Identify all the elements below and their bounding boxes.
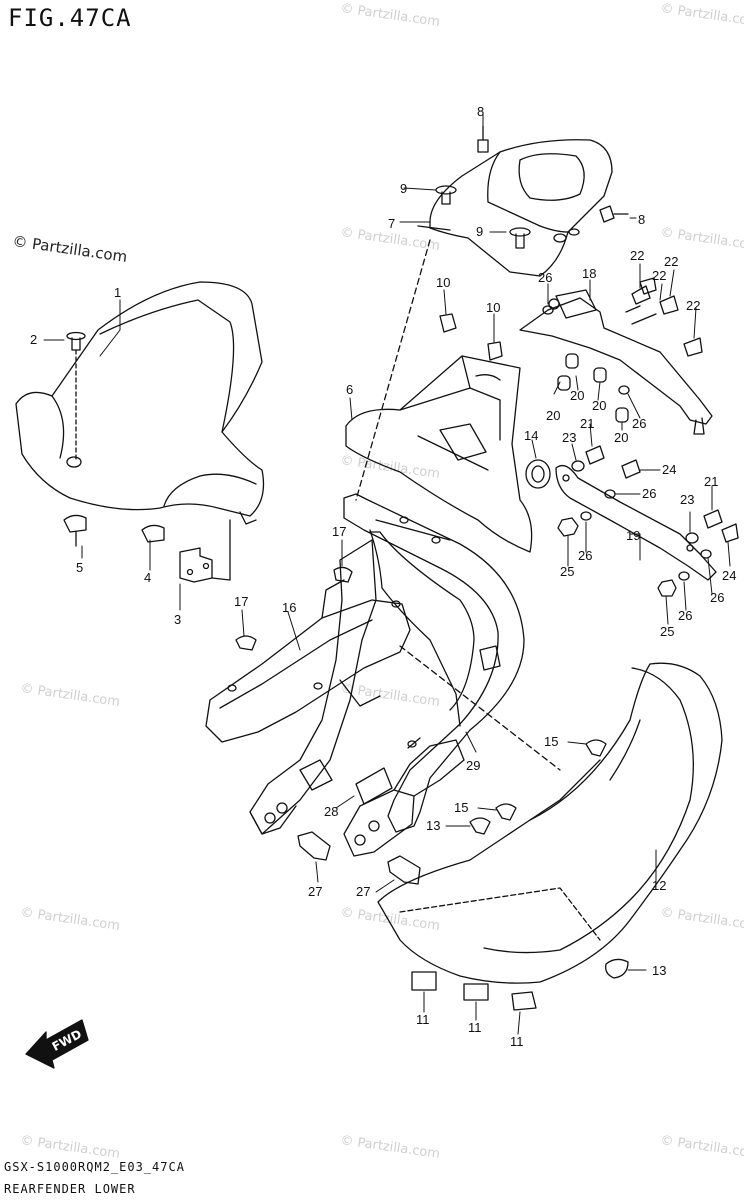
callout-17: 17 — [234, 594, 248, 609]
callout-4: 4 — [144, 570, 151, 585]
callout-20: 20 — [546, 408, 560, 423]
callout-21: 21 — [580, 416, 594, 431]
callout-22: 22 — [664, 254, 678, 269]
callout-21: 21 — [704, 474, 718, 489]
callout-26: 26 — [538, 270, 552, 285]
frame-part-29 — [249, 493, 525, 857]
patch-part-28 — [355, 767, 393, 805]
callout-26: 26 — [678, 608, 692, 623]
callout-26: 26 — [710, 590, 724, 605]
callout-12: 12 — [652, 878, 666, 893]
bolt-part-22 — [625, 277, 703, 357]
tray-part-6 — [345, 355, 533, 553]
upper-bracket-part-7 — [417, 139, 613, 277]
callout-13: 13 — [652, 963, 666, 978]
callout-16: 16 — [282, 600, 296, 615]
callout-28: 28 — [324, 804, 338, 819]
callout-23: 23 — [562, 430, 576, 445]
callout-11: 11 — [416, 1012, 430, 1027]
clip-part-10 — [439, 313, 503, 361]
callout-25: 25 — [560, 564, 574, 579]
bolt-part-8 — [477, 125, 629, 223]
callout-5: 5 — [76, 560, 83, 575]
callout-23: 23 — [680, 492, 694, 507]
washer-part-23 — [571, 460, 699, 544]
callout-9: 9 — [476, 224, 483, 239]
callout-24: 24 — [662, 462, 676, 477]
callout-9: 9 — [400, 181, 407, 196]
callout-20: 20 — [570, 388, 584, 403]
callout-1: 1 — [114, 285, 121, 300]
callout-22: 22 — [686, 298, 700, 313]
side-cover-part-12 — [377, 662, 723, 984]
callout-6: 6 — [346, 382, 353, 397]
callout-15: 15 — [544, 734, 558, 749]
bracket-part-18 — [519, 289, 713, 435]
leader-lines — [43, 111, 731, 1035]
screw-part-17 — [235, 566, 353, 651]
callout-20: 20 — [592, 398, 606, 413]
nut-part-25 — [557, 517, 677, 597]
callout-17: 17 — [332, 524, 346, 539]
callout-8: 8 — [638, 212, 645, 227]
callout-10: 10 — [436, 275, 450, 290]
callout-20: 20 — [614, 430, 628, 445]
rear-fender-cover — [15, 281, 265, 525]
bolt-part-24 — [621, 459, 739, 543]
callout-15: 15 — [454, 800, 468, 815]
forward-arrow-icon — [25, 1019, 89, 1069]
callout-3: 3 — [174, 612, 181, 627]
screw-part-2 — [66, 331, 86, 463]
callout-11: 11 — [468, 1020, 482, 1035]
clip-part-13 — [469, 817, 629, 979]
washer-part-26 — [542, 305, 712, 581]
callout-10: 10 — [486, 300, 500, 315]
callout-26: 26 — [578, 548, 592, 563]
pad-part-11 — [411, 971, 537, 1011]
callout-18: 18 — [582, 266, 596, 281]
diagram-name: REARFENDER LOWER — [4, 1182, 136, 1196]
bolt-part-21 — [585, 445, 723, 529]
grommet-part-4 — [141, 524, 165, 543]
plate-part-19 — [555, 464, 717, 581]
bolt-part-27 — [297, 831, 421, 885]
callout-24: 24 — [722, 568, 736, 583]
callout-19: 19 — [626, 528, 640, 543]
bracket-part-3 — [179, 519, 231, 583]
callout-27: 27 — [308, 884, 322, 899]
callout-13: 13 — [426, 818, 440, 833]
callout-22: 22 — [652, 268, 666, 283]
callout-22: 22 — [630, 248, 644, 263]
damper-part-14 — [525, 459, 551, 489]
callout-7: 7 — [388, 216, 395, 231]
callout-11: 11 — [510, 1034, 524, 1049]
callout-numbers: 1 2 3 4 5 6 7 8 8 9 9 10 10 11 11 11 12 … — [30, 104, 736, 1049]
screw-part-15 — [495, 739, 607, 821]
callout-2: 2 — [30, 332, 37, 347]
callout-27: 27 — [356, 884, 370, 899]
callout-26: 26 — [632, 416, 646, 431]
callout-29: 29 — [466, 758, 480, 773]
side-rail-part-16 — [205, 579, 411, 743]
figure-title: FIG.47CA — [8, 4, 132, 32]
callout-25: 25 — [660, 624, 674, 639]
callout-14: 14 — [524, 428, 538, 443]
grommet-part-5 — [63, 514, 87, 547]
callout-26: 26 — [642, 486, 656, 501]
diagram-code: GSX-S1000RQM2_E03_47CA — [4, 1160, 185, 1174]
callout-8: 8 — [477, 104, 484, 119]
